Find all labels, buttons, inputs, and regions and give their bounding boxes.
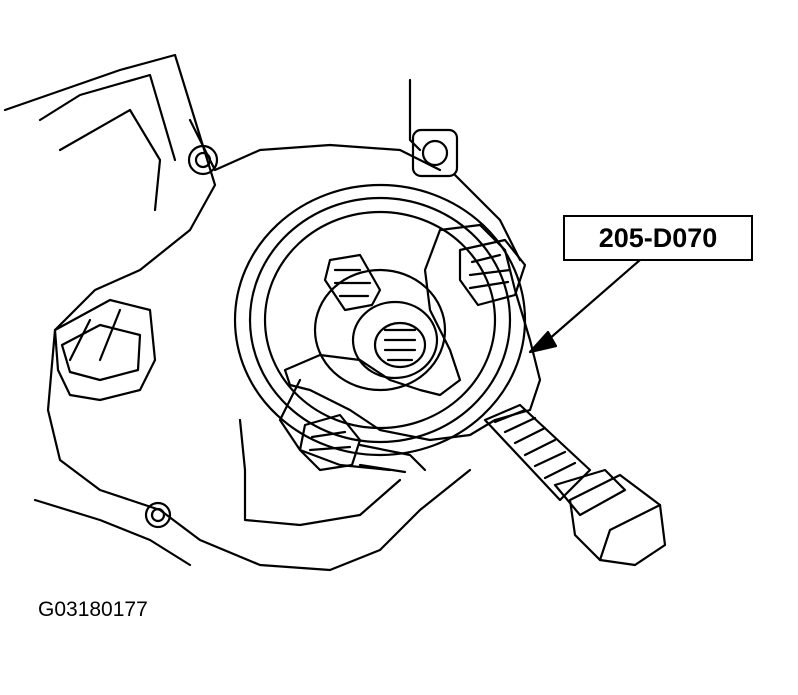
engine-housing xyxy=(3,53,522,572)
forcing-screw xyxy=(483,403,667,567)
puller-yoke xyxy=(278,223,542,472)
upper-puller-bolt xyxy=(323,238,527,312)
damper-pulley xyxy=(233,183,527,457)
lower-puller-bolt xyxy=(298,413,427,474)
figure-id: G03180177 xyxy=(38,598,148,621)
callout-leader xyxy=(528,258,642,354)
callout-label: 205-D070 xyxy=(598,222,718,253)
bolt-heads xyxy=(144,128,459,529)
callout-box: 205-D070 xyxy=(563,215,753,261)
